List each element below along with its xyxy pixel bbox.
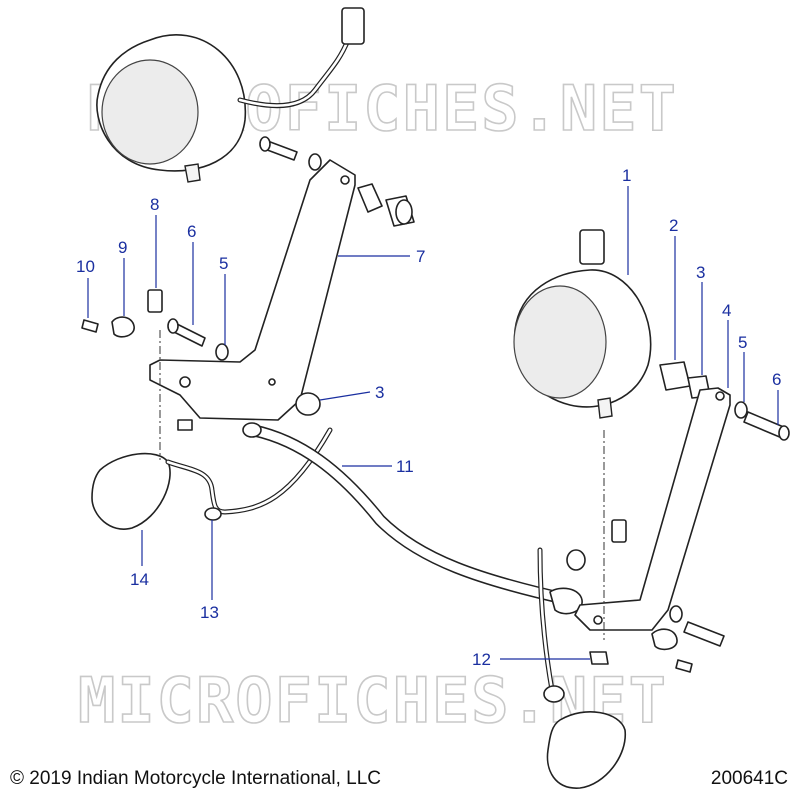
bracket-left — [149, 159, 356, 421]
callout-9: 9 — [118, 238, 127, 257]
spacers-upper — [357, 183, 415, 227]
leader-lines — [87, 186, 779, 660]
spacers-right — [659, 361, 711, 399]
bracket-right — [574, 387, 790, 631]
marker-lamp-left — [91, 427, 333, 530]
callout-14: 14 — [130, 570, 149, 589]
callout-3-left: 3 — [375, 383, 384, 402]
diagram-number: 200641C — [710, 768, 788, 789]
callout-8: 8 — [150, 195, 159, 214]
callout-4: 4 — [722, 301, 731, 320]
callout-numbers: 1 2 3 4 5 6 7 8 6 5 10 9 3 11 12 13 14 — [76, 166, 781, 669]
callout-10: 10 — [76, 257, 95, 276]
callout-6-left: 6 — [187, 222, 196, 241]
marker-lamp-right — [537, 547, 626, 789]
small-parts-right — [566, 519, 725, 673]
small-parts-left — [81, 289, 321, 431]
callout-5-left: 5 — [219, 254, 228, 273]
callout-3-right: 3 — [696, 263, 705, 282]
headlamp-right — [513, 229, 652, 419]
copyright-notice: © 2019 Indian Motorcycle International, … — [10, 768, 381, 789]
callout-6-right: 6 — [772, 370, 781, 389]
headlamp-upper-left — [96, 7, 365, 183]
callout-11: 11 — [396, 457, 414, 476]
callout-7: 7 — [416, 247, 425, 266]
crossbar-tube — [242, 422, 583, 615]
callout-2: 2 — [669, 216, 678, 235]
callout-13: 13 — [200, 603, 219, 622]
callout-5-right: 5 — [738, 333, 747, 352]
callout-1: 1 — [622, 166, 631, 185]
bolt-upper-bracket — [259, 136, 322, 171]
callout-12: 12 — [472, 650, 491, 669]
assembly-axes — [159, 330, 605, 640]
